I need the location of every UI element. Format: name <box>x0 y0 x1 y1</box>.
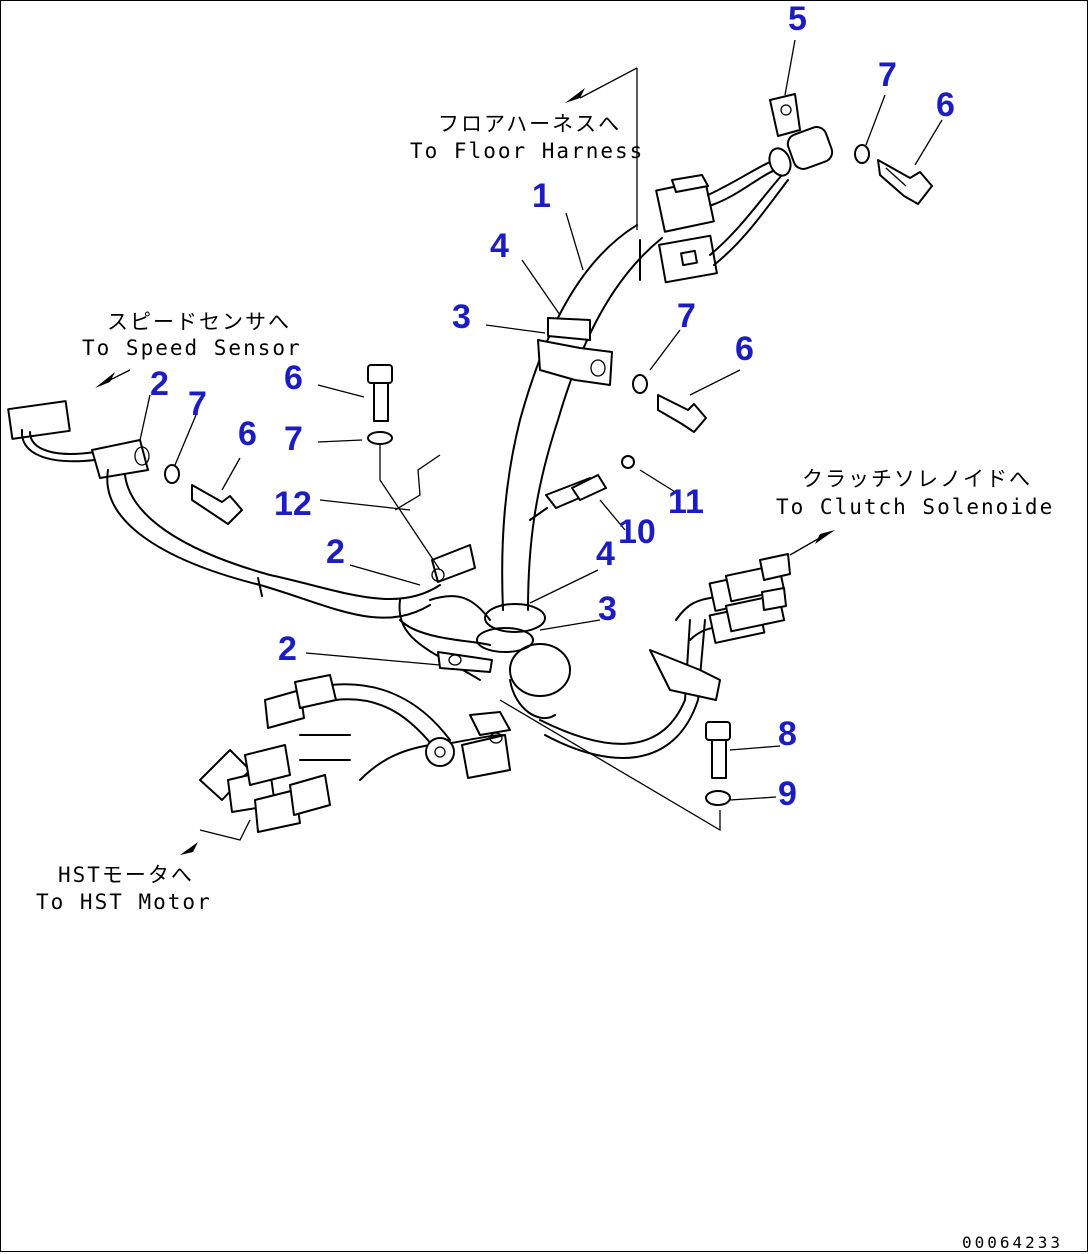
callout-11: 11 <box>668 483 704 521</box>
callout-6: 6 <box>735 330 754 368</box>
clutch-label-en: To Clutch Solenoide <box>776 495 1054 519</box>
floor-label-en: To Floor Harness <box>410 139 644 163</box>
callout-4: 4 <box>490 227 509 265</box>
callout-2: 2 <box>278 630 297 668</box>
callout-3: 3 <box>452 298 471 336</box>
speed-label-jp: スピードセンサへ <box>107 310 291 334</box>
hst-label-jp: HSTモータへ <box>58 863 194 887</box>
floor-label-jp: フロアハーネスへ <box>438 112 621 136</box>
hardware <box>164 144 933 806</box>
callout-2: 2 <box>150 365 169 403</box>
clutch-branch <box>539 553 791 759</box>
speed-label-en: To Speed Sensor <box>82 336 302 360</box>
callout-9: 9 <box>778 775 797 813</box>
hst-label-en: To HST Motor <box>36 890 212 914</box>
callout-7: 7 <box>188 385 207 423</box>
callout-8: 8 <box>778 715 797 753</box>
destination-labels: フロアハーネスへ To Floor Harness スピードセンサへ To Sp… <box>36 112 1054 914</box>
callout-7: 7 <box>677 297 696 335</box>
callout-4: 4 <box>596 535 615 573</box>
hst-branch <box>199 674 511 833</box>
callout-7: 7 <box>878 56 897 94</box>
main-harness-trunk <box>501 224 663 611</box>
lower-junction <box>398 474 607 720</box>
callout-1: 1 <box>532 177 551 215</box>
callout-6: 6 <box>936 86 955 124</box>
clutch-label-jp: クラッチソレノイドへ <box>802 467 1032 491</box>
callout-12: 12 <box>274 485 312 523</box>
drawing-code: 00064233 <box>962 1233 1063 1252</box>
callout-7: 7 <box>284 420 303 458</box>
upper-clamp <box>537 317 613 386</box>
callout-6: 6 <box>238 415 257 453</box>
callout-10: 10 <box>618 513 656 551</box>
leader-lines <box>139 39 943 801</box>
callout-5: 5 <box>788 0 807 38</box>
callout-2: 2 <box>326 533 345 571</box>
callout-3: 3 <box>598 590 617 628</box>
callout-6: 6 <box>284 359 303 397</box>
upper-connectors <box>655 93 834 284</box>
callouts: 1 2 2 2 4 3 3 4 5 6 6 6 6 7 7 7 7 8 9 10… <box>150 0 955 813</box>
direction-arrows <box>95 88 835 855</box>
speed-sensor-branch <box>7 400 441 619</box>
